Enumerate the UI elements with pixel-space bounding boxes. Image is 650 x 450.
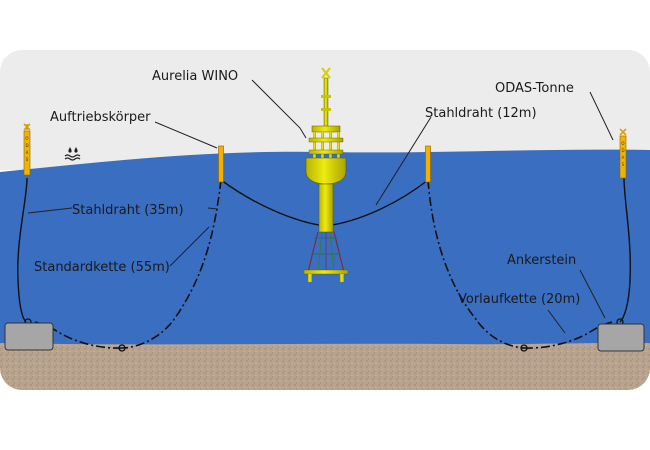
leader-auftrieb: [154, 121, 218, 149]
label-auftriebskoerper: Auftriebskörper: [50, 110, 151, 125]
label-odas-tonne: ODAS-Tonne: [495, 81, 574, 96]
svg-text:D: D: [25, 143, 28, 148]
leader-aurelia: [251, 79, 307, 139]
svg-text:D: D: [621, 148, 624, 153]
wave-warning-icon: [64, 147, 81, 161]
water: [0, 149, 650, 345]
stahldraht-12m-left: [220, 179, 326, 227]
auftriebskoerper-left: [218, 145, 224, 183]
auftriebskoerper-right: [425, 145, 431, 183]
shackle-ring-left: [118, 344, 126, 352]
leader-odas: [589, 91, 614, 141]
standardkette-left: [121, 179, 222, 349]
label-standardkette: Standardkette (55m): [34, 260, 170, 275]
svg-text:S: S: [26, 157, 29, 162]
svg-text:O: O: [621, 141, 624, 146]
label-vorlaufkette: Vorlaufkette (20m): [458, 292, 580, 307]
leader-stahldraht-35b: [207, 207, 219, 210]
ankerstein-right: [597, 323, 645, 352]
shackle-ring-right: [520, 344, 528, 352]
label-ankerstein: Ankerstein: [507, 253, 576, 268]
left-odas-wire: [17, 177, 28, 323]
odas-buoy-right: O D A S: [619, 128, 627, 179]
label-stahldraht-12m: Stahldraht (12m): [425, 106, 537, 121]
right-odas-wire: [619, 177, 632, 323]
odas-buoy-left: O D A S: [23, 123, 31, 176]
seabed: [0, 342, 650, 390]
standardkette-right: [427, 179, 525, 349]
svg-text:A: A: [622, 155, 625, 160]
leader-vorlaufkette: [547, 309, 566, 334]
stahldraht-12m-right: [324, 179, 429, 227]
leader-ankerstein: [579, 269, 606, 319]
leader-stahldraht-35: [27, 207, 73, 214]
svg-text:A: A: [26, 150, 29, 155]
leader-stahldraht-12: [375, 116, 432, 206]
svg-text:S: S: [622, 162, 625, 167]
aurelia-wino-buoy: [303, 67, 349, 282]
label-aurelia-wino: Aurelia WINO: [152, 69, 238, 84]
leader-standardkette: [169, 226, 210, 267]
svg-text:O: O: [25, 136, 28, 141]
label-stahldraht-35m: Stahldraht (35m): [72, 203, 184, 218]
ankerstein-left: [4, 322, 54, 351]
